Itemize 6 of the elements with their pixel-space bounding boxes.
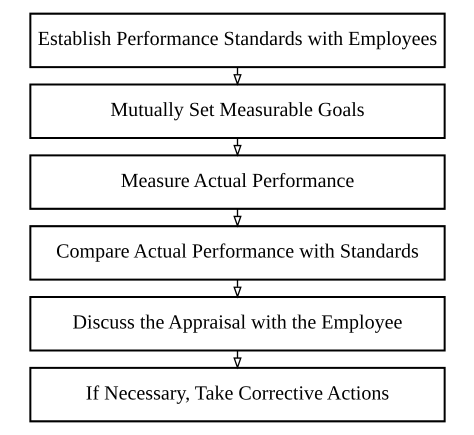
node-box: Measure Actual Performance: [28, 154, 446, 210]
node-box: Establish Performance Standards with Employees: [28, 12, 446, 68]
node-box: Mutually Set Measurable Goals: [28, 84, 446, 139]
node-box: Discuss the Appraisal with the Employee: [28, 296, 446, 352]
node-box: If Necessary, Take Corrective Actions: [28, 366, 446, 422]
node-box: Compare Actual Performance with Standards: [28, 225, 446, 281]
